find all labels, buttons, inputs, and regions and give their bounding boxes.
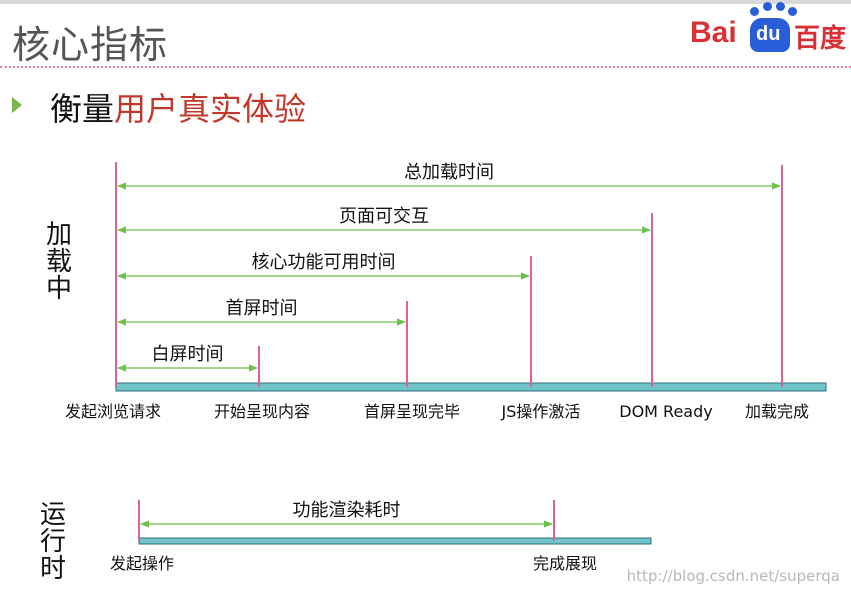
milestone-label: JS操作激活: [501, 402, 581, 421]
title-divider: [0, 66, 851, 68]
loading-timeline-bar: [115, 382, 827, 392]
paw-toe-icon: [763, 2, 772, 11]
subtitle-plain: 衡量: [50, 90, 115, 128]
logo-text-du: du: [756, 23, 781, 45]
span-label: 首屏时间: [226, 298, 298, 319]
page-title: 核心指标: [12, 23, 169, 67]
paw-toe-icon: [776, 2, 785, 11]
milestone-label: 首屏呈现完毕: [364, 402, 460, 421]
runtime-label-char: 时: [39, 554, 66, 584]
slide-subtitle: 衡量用户真实体验: [50, 84, 306, 130]
paw-pad-icon: [750, 18, 790, 52]
loading-label-char: 载: [45, 247, 72, 277]
loading-label-char: 加: [45, 220, 72, 250]
bullet-triangle-icon: [12, 97, 22, 113]
milestone-label: DOM Ready: [619, 402, 712, 421]
span-label: 白屏时间: [152, 344, 224, 365]
subtitle-accent: 用户真实体验: [114, 90, 307, 128]
span-label: 总加载时间: [404, 162, 494, 183]
runtime-section-label: 运 行 时: [38, 502, 68, 583]
watermark-text: http://blog.csdn.net/superqa: [627, 567, 840, 585]
runtime-label-char: 运: [39, 500, 66, 530]
runtime-label-char: 行: [39, 527, 66, 557]
milestone-label: 加载完成: [745, 402, 809, 421]
milestone-label: 发起浏览请求: [65, 402, 161, 421]
span-label: 功能渲染耗时: [293, 500, 401, 521]
loading-label-char: 中: [45, 274, 72, 304]
runtime-timeline-bar: [138, 537, 652, 545]
milestone-label: 开始呈现内容: [214, 402, 310, 421]
paw-toe-icon: [788, 7, 797, 16]
span-label: 核心功能可用时间: [252, 252, 396, 273]
milestone-label: 发起操作: [110, 554, 174, 573]
loading-section-label: 加 载 中: [44, 222, 74, 303]
baidu-logo: Bai du 百度: [690, 2, 850, 62]
span-label: 页面可交互: [339, 206, 429, 227]
logo-text-cn: 百度: [794, 24, 847, 54]
paw-toe-icon: [750, 7, 759, 16]
logo-text-bai: Bai: [690, 16, 737, 49]
milestone-label: 完成展现: [533, 554, 597, 573]
top-border: [0, 0, 851, 4]
